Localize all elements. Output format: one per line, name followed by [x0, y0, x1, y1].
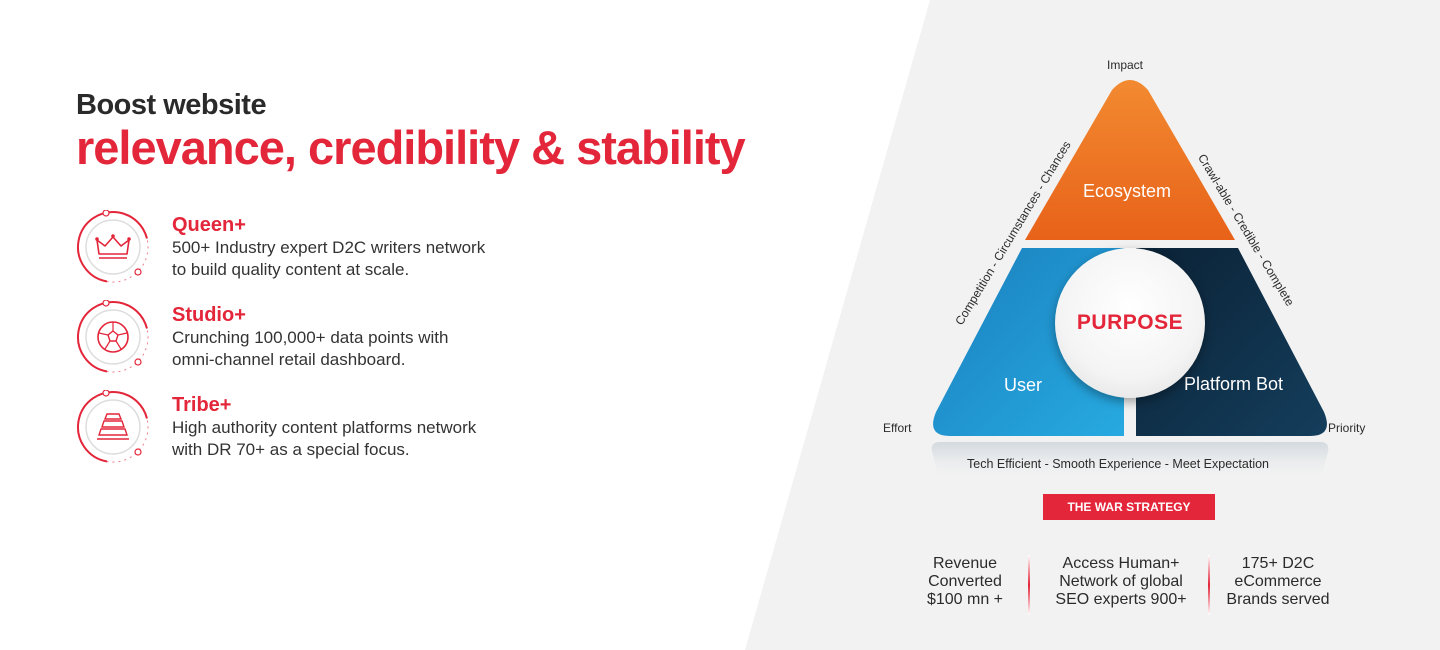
stats-row: Revenue Converted $100 mn + Access Human…	[900, 555, 1360, 617]
stacked-platform-icon	[77, 390, 149, 463]
war-strategy-diagram: Impact Effort Priority Competition - Cir…	[860, 50, 1400, 530]
stat-brands: 175+ D2C eCommerce Brands served	[1215, 555, 1341, 609]
purpose-circle: PURPOSE	[1055, 248, 1205, 398]
feature-description-line2: to build quality content at scale.	[172, 260, 410, 279]
bottom-side-text: Tech Efficient - Smooth Experience - Mee…	[967, 457, 1270, 471]
stat-divider	[1208, 555, 1210, 615]
stat-line: Access Human+	[1062, 555, 1180, 572]
headline-line2: relevance, credibility & stability	[76, 121, 746, 174]
stat-line: Network of global	[1059, 573, 1183, 590]
feature-queen: Queen+ 500+ Industry expert D2C writers …	[76, 210, 556, 290]
feature-title: Studio+	[172, 304, 246, 326]
feature-tribe: Tribe+ High authority content platforms …	[76, 390, 556, 470]
segment-platform-bot: Platform Bot	[1184, 374, 1284, 394]
purpose-label: PURPOSE	[1076, 311, 1184, 334]
crown-icon	[77, 210, 149, 283]
stat-line: SEO experts 900+	[1055, 591, 1187, 608]
segment-ecosystem: Ecosystem	[1083, 181, 1172, 201]
feature-description-line1: Crunching 100,000+ data points with	[172, 328, 449, 347]
feature-description-line2: with DR 70+ as a special focus.	[172, 440, 410, 459]
stat-line: Revenue	[932, 555, 998, 572]
stat-revenue: Revenue Converted $100 mn +	[900, 555, 1030, 609]
stat-line: Brands served	[1226, 591, 1330, 608]
stat-line: Converted	[928, 573, 1002, 590]
war-strategy-badge: THE WAR STRATEGY	[1043, 494, 1215, 520]
feature-description-line1: 500+ Industry expert D2C writers network	[172, 238, 486, 257]
headline: Boost website relevance, credibility & s…	[76, 88, 746, 174]
feature-studio: Studio+ Crunching 100,000+ data points w…	[76, 300, 556, 380]
stat-divider	[1028, 555, 1030, 615]
top-axis-label: Impact	[1107, 58, 1144, 72]
stat-experts: Access Human+ Network of global SEO expe…	[1045, 555, 1197, 609]
football-icon	[77, 300, 149, 373]
left-axis-label: Effort	[883, 421, 912, 435]
headline-line1: Boost website	[76, 89, 267, 121]
feature-description-line1: High authority content platforms network	[172, 418, 477, 437]
stat-line: $100 mn +	[926, 591, 1004, 608]
segment-user: User	[1004, 375, 1043, 395]
feature-title: Queen+	[172, 214, 246, 236]
feature-title: Tribe+	[172, 394, 232, 416]
right-axis-label: Priority	[1328, 421, 1366, 435]
feature-description-line2: omni-channel retail dashboard.	[172, 350, 406, 369]
stat-line: 175+ D2C	[1241, 555, 1315, 572]
stat-line: eCommerce	[1234, 573, 1322, 590]
